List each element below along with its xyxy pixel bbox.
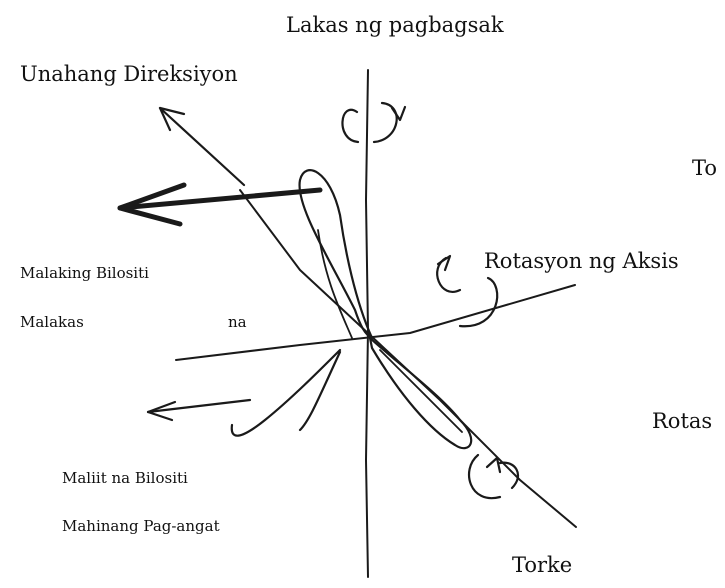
- lower-wing: [368, 336, 473, 450]
- forward-arrow-shaft: [158, 106, 246, 187]
- large-velocity-arrow-shaft: [117, 187, 323, 211]
- forward-arrow-head: [158, 106, 186, 132]
- left-lower-blade: [230, 348, 342, 437]
- axis-rotation-arrowhead: [436, 254, 452, 272]
- upper-wing-vein: [317, 229, 353, 339]
- forward-direction-label: Unahang Direksiyon: [20, 62, 238, 86]
- lower-wing-vein: [379, 349, 463, 433]
- horizontal-axis: [175, 284, 576, 361]
- weak-lift-label: Mahinang Pag-angat: [62, 517, 220, 535]
- torque-rotation-arrowhead: [485, 456, 502, 474]
- torque-rotation-arrow: [468, 453, 519, 500]
- rotation-right-label: Rotas: [652, 409, 713, 433]
- small-velocity-arrow-shaft: [146, 398, 252, 414]
- large-velocity-label: Malaking Bilositi: [20, 264, 149, 282]
- top-rotation-arrow: [341, 101, 398, 144]
- torque-right-label: To: [692, 156, 718, 180]
- torque-axis: [239, 189, 577, 528]
- top-rotation-arrowhead: [390, 105, 407, 122]
- torque-bottom-label: Torke: [512, 553, 573, 577]
- axis-rotation-label: Rotasyon ng Aksis: [484, 249, 679, 273]
- upper-wing: [298, 169, 374, 340]
- strong-label: Malakas: [20, 313, 84, 331]
- na-label: na: [228, 313, 247, 331]
- large-velocity-arrow-head: [117, 182, 187, 227]
- small-velocity-label: Maliit na Bilositi: [62, 469, 188, 487]
- small-velocity-arrow-head: [146, 400, 177, 422]
- top-axis-label: Lakas ng pagbagsak: [286, 13, 504, 37]
